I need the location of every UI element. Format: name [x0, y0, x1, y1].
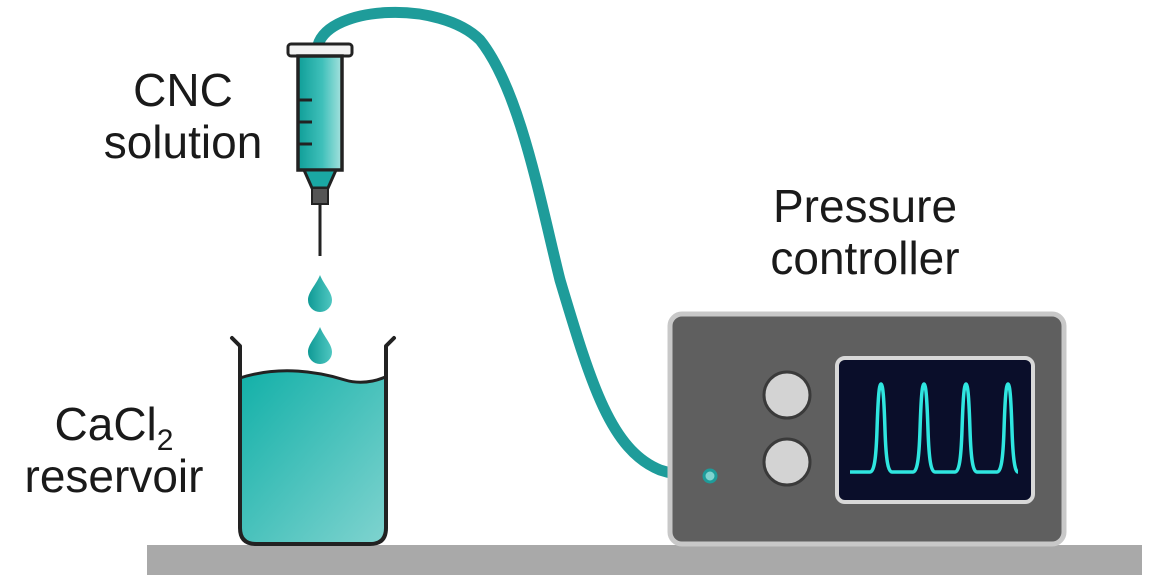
beaker	[230, 336, 396, 546]
display-screen	[835, 356, 1035, 504]
pressure-controller	[667, 311, 1067, 547]
knob-lower	[762, 437, 812, 487]
label-pressure-controller: Pressure controller	[740, 180, 990, 284]
label-reservoir-line2: reservoir	[24, 450, 204, 502]
label-cnc-solution-line1: CNC	[133, 64, 233, 116]
label-reservoir-line1: CaCl2	[14, 398, 214, 456]
label-pressure-controller-line2: controller	[770, 232, 960, 284]
label-cnc-solution-line2: solution	[103, 116, 263, 168]
bench	[147, 545, 1142, 575]
droplet-lower	[308, 327, 332, 364]
tubing	[312, 6, 716, 483]
label-reservoir-chem: CaCl	[54, 398, 157, 450]
pressure-signal-trace	[850, 382, 1019, 474]
label-cnc-solution: CNC solution	[88, 64, 278, 168]
label-cacl2-reservoir: CaCl2 reservoir	[14, 398, 214, 502]
label-reservoir-subscript: 2	[156, 424, 174, 457]
syringe	[286, 42, 354, 256]
label-pressure-controller-line1: Pressure	[772, 180, 958, 232]
inlet-port	[702, 468, 718, 484]
knob-upper	[762, 370, 812, 420]
droplet-upper	[308, 275, 332, 312]
